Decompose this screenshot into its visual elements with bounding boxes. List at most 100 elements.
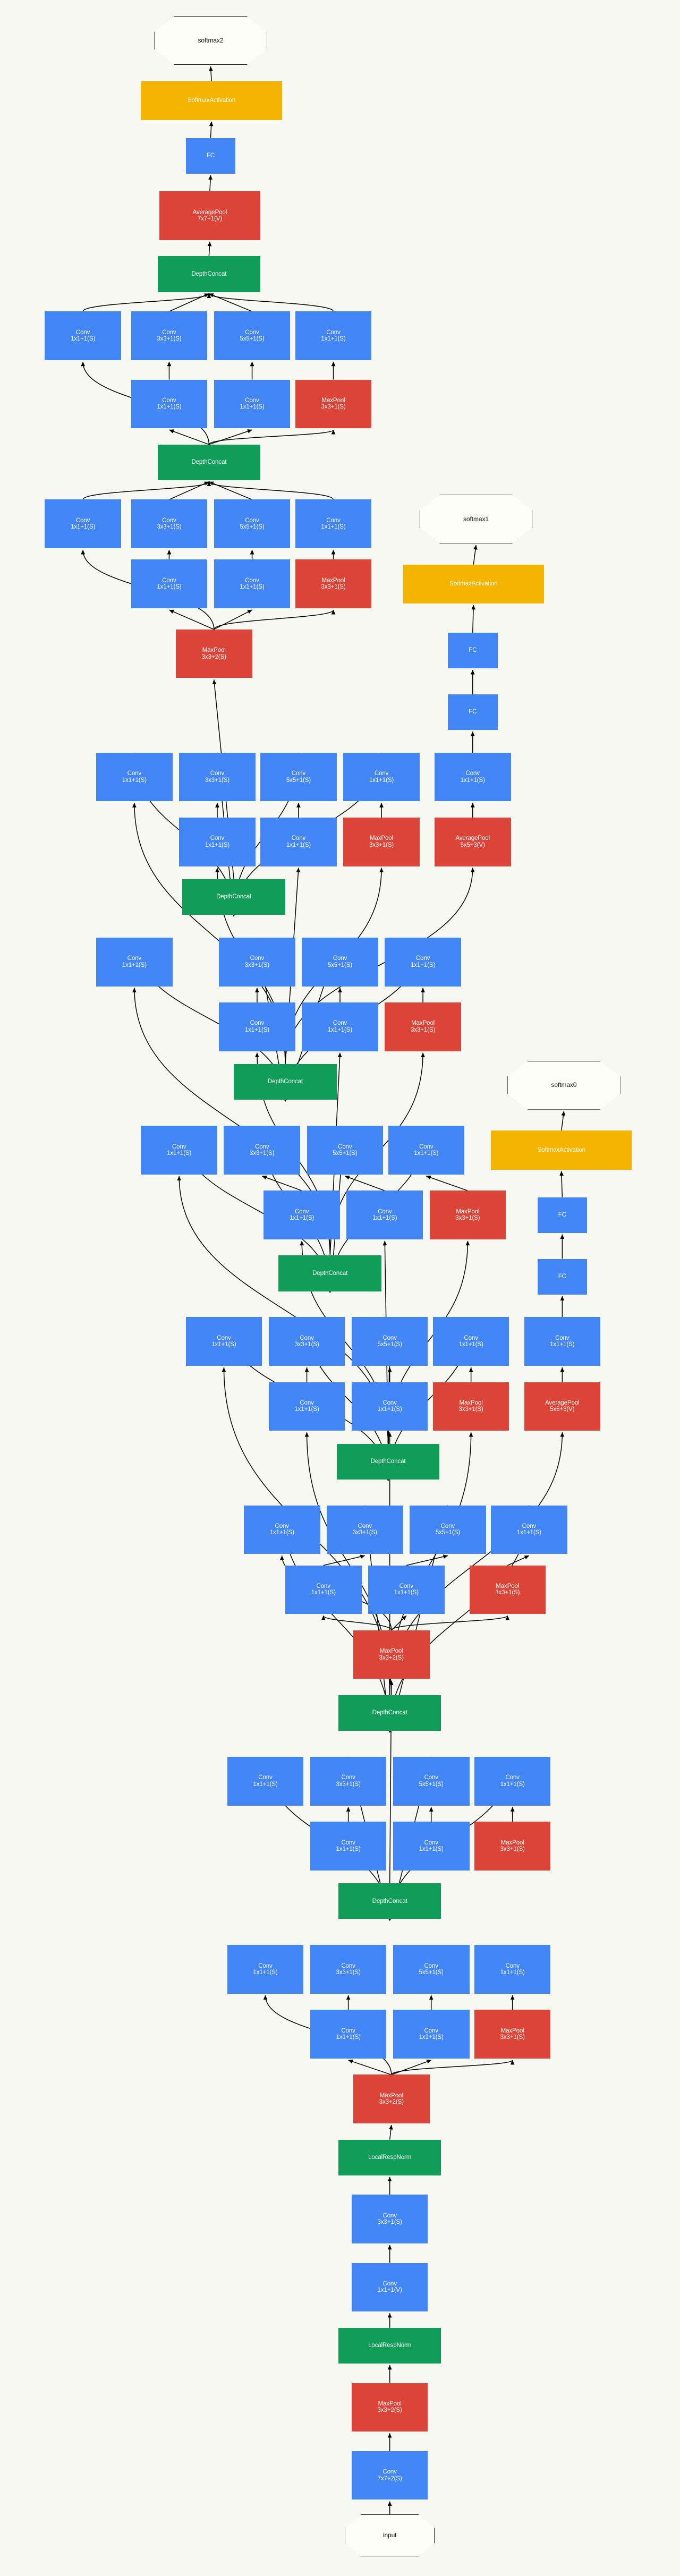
node-label-primary: Conv <box>326 329 341 336</box>
node-label-primary: Conv <box>424 1839 438 1846</box>
node-sa0[interactable]: SoftmaxActivation <box>491 1130 632 1170</box>
node-dc6[interactable]: DepthConcat <box>234 1064 337 1100</box>
node-fc2[interactable]: FC <box>185 138 236 174</box>
node-dc8[interactable]: DepthConcat <box>157 444 261 480</box>
node-fc0a[interactable]: FC <box>537 1259 588 1295</box>
node-fc1b[interactable]: FC <box>447 632 498 669</box>
node-dc4[interactable]: DepthConcat <box>336 1443 440 1480</box>
node-dc5[interactable]: DepthConcat <box>278 1255 382 1291</box>
node-input[interactable]: input <box>345 2514 435 2557</box>
node-fc0b[interactable]: FC <box>537 1197 588 1233</box>
node-sa1[interactable]: SoftmaxActivation <box>403 564 544 603</box>
node-lrn2[interactable]: LocalRespNorm <box>338 2139 441 2175</box>
node-lrn1[interactable]: LocalRespNorm <box>338 2327 441 2364</box>
node-sa2[interactable]: SoftmaxActivation <box>141 81 282 120</box>
node-dc3[interactable]: DepthConcat <box>338 1695 441 1731</box>
node-dc7[interactable]: DepthConcat <box>182 879 285 915</box>
node-dc9[interactable]: DepthConcat <box>157 256 261 292</box>
node-label-kernel: 3x3+1(S) <box>321 584 346 591</box>
node-softmax2[interactable]: softmax2 <box>154 16 267 65</box>
node-dc2[interactable]: DepthConcat <box>338 1883 441 1919</box>
node-fc1a[interactable]: FC <box>447 694 498 730</box>
node-softmax1[interactable]: softmax1 <box>419 495 533 543</box>
node-softmax0[interactable]: softmax0 <box>507 1061 620 1110</box>
